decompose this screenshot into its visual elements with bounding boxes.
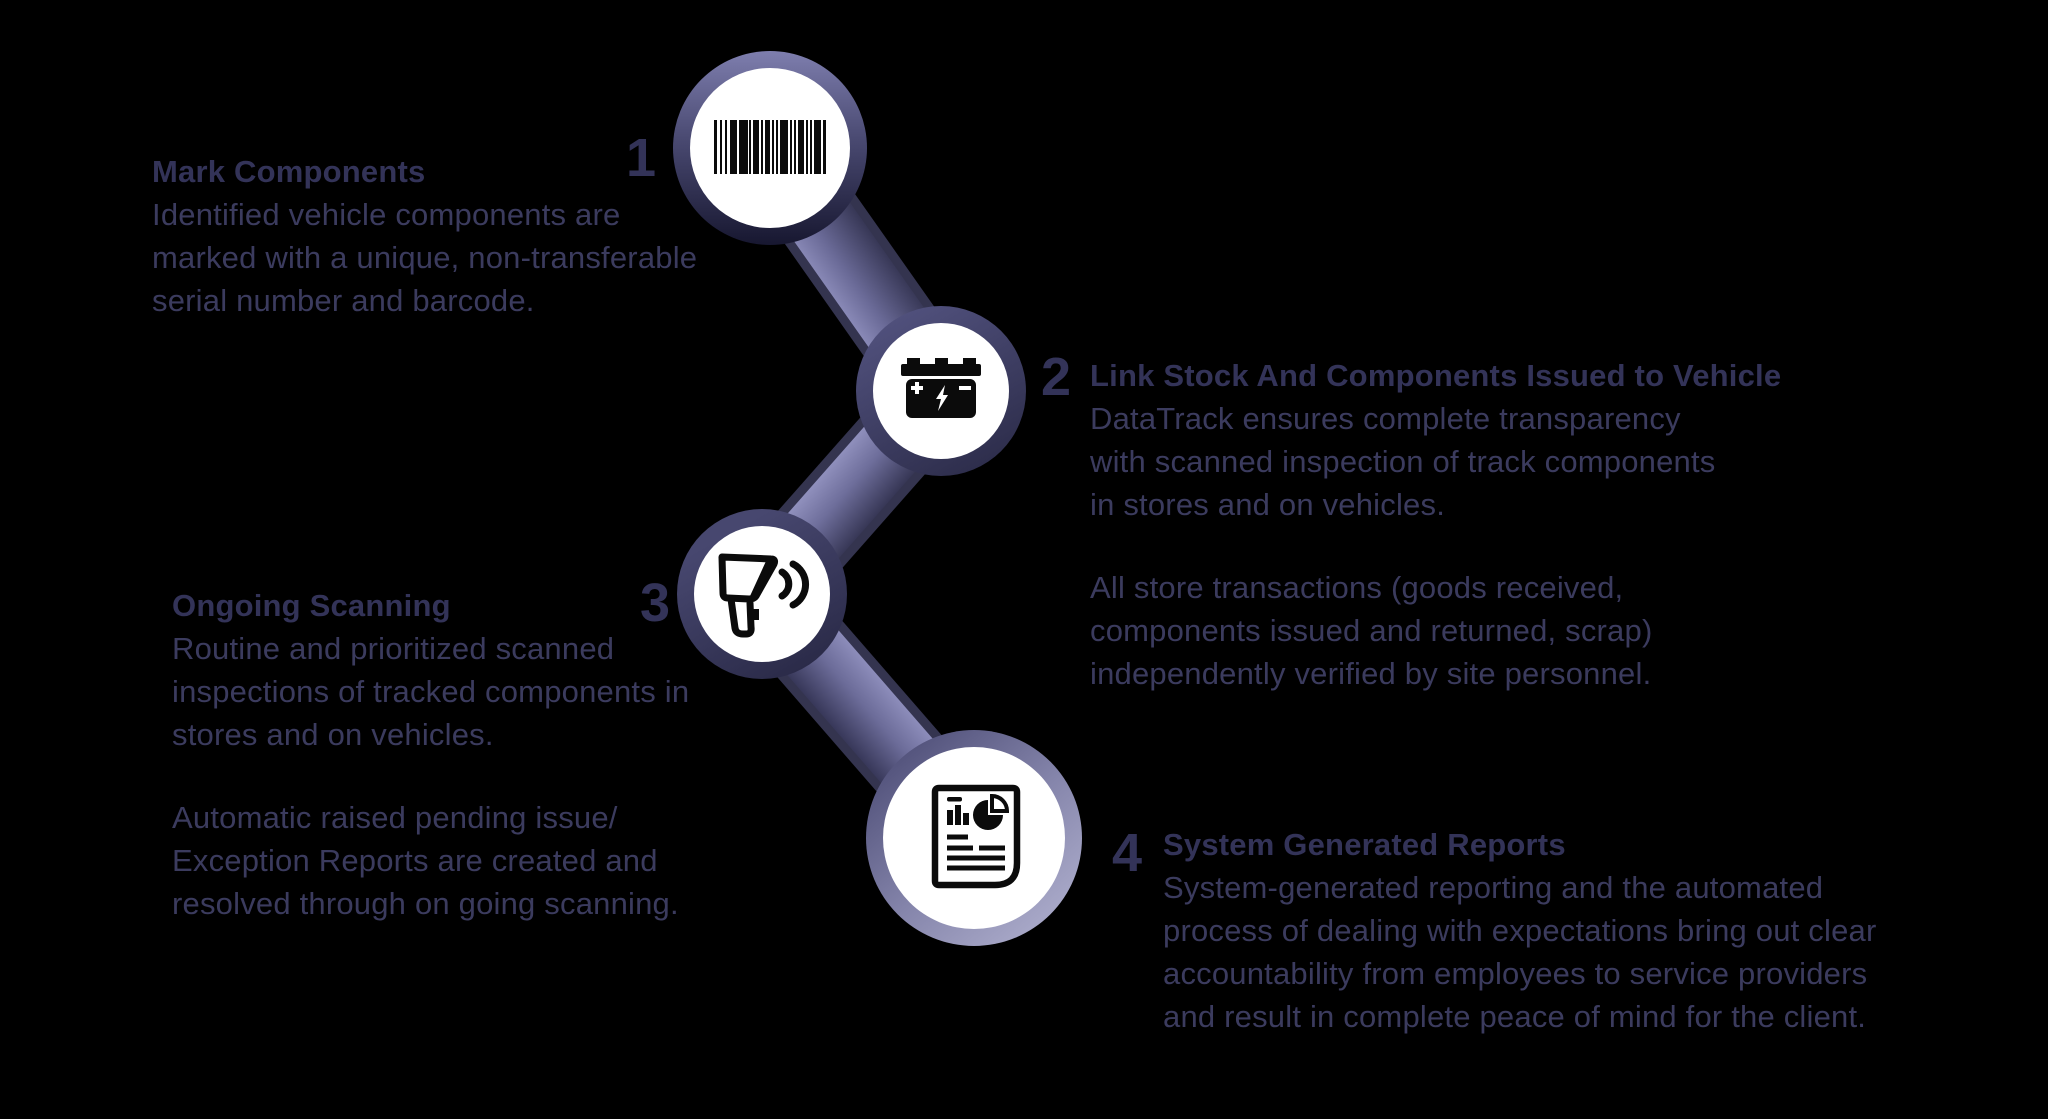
step-3-paragraph: Routine and prioritized scanned inspecti… <box>172 631 690 752</box>
step-1-text: Mark Components Identified vehicle compo… <box>152 150 724 322</box>
step-2-title: Link Stock And Components Issued to Vehi… <box>1090 358 1782 393</box>
step-1-paragraph: Identified vehicle components are marked… <box>152 197 698 318</box>
step-2-text: Link Stock And Components Issued to Vehi… <box>1090 354 1782 695</box>
step-3-title: Ongoing Scanning <box>172 588 451 623</box>
step-2-paragraph: DataTrack ensures complete transparency … <box>1090 401 1716 522</box>
step-4-number: 4 <box>1112 823 1143 883</box>
step-1-number: 1 <box>625 128 656 188</box>
step-2-paragraph: All store transactions (goods received, … <box>1090 570 1653 691</box>
step-1-title: Mark Components <box>152 154 426 189</box>
step-3-number: 3 <box>639 573 670 633</box>
report-icon <box>931 784 1021 889</box>
step-3-paragraph: Automatic raised pending issue/ Exceptio… <box>172 800 679 921</box>
battery-icon <box>901 358 981 418</box>
scanner-icon <box>718 553 809 638</box>
step-3-text: Ongoing Scanning Routine and prioritized… <box>172 584 720 925</box>
step-4-paragraph: System-generated reporting and the autom… <box>1163 870 1877 1034</box>
step-4-title: System Generated Reports <box>1163 827 1566 862</box>
connector-links <box>719 105 1017 881</box>
step-4-text: System Generated Reports System-generate… <box>1163 823 1911 1038</box>
barcode-icon <box>714 120 826 174</box>
step-2-number: 2 <box>1041 347 1072 407</box>
